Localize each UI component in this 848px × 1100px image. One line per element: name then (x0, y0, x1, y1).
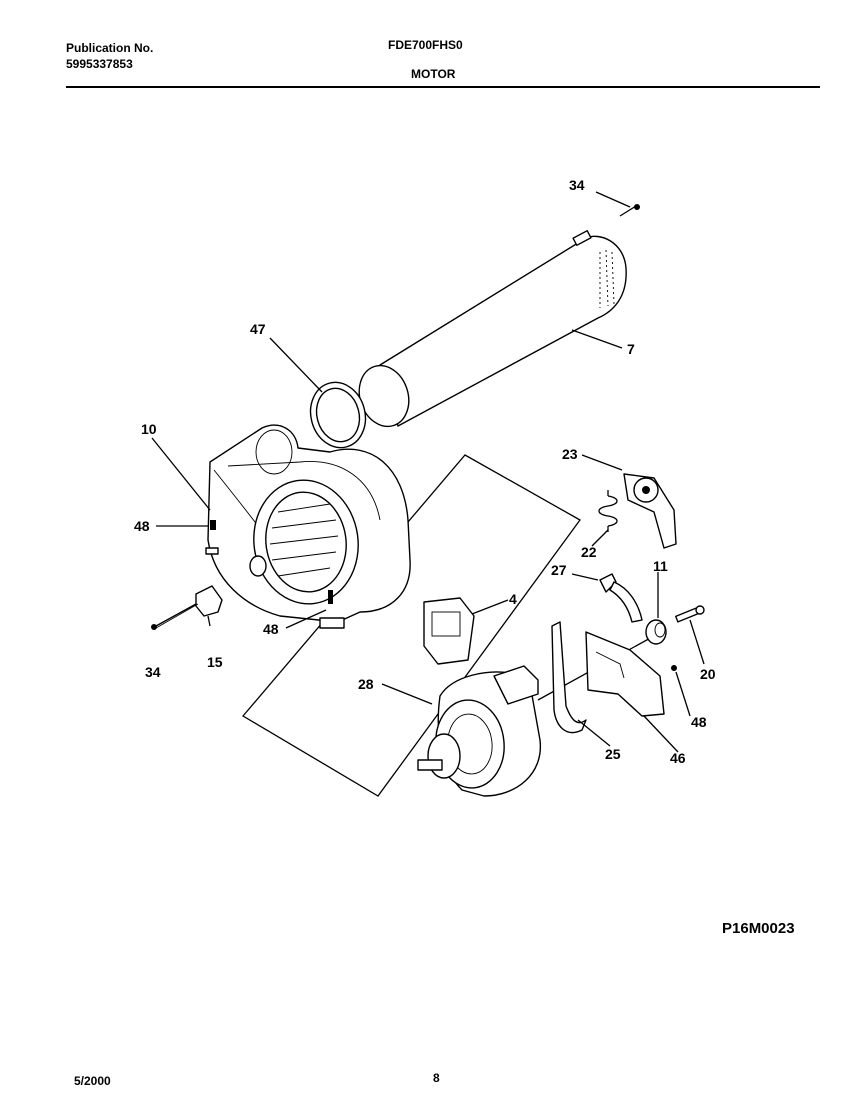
callout-46: 46 (670, 750, 686, 766)
figure-code: P16M0023 (722, 920, 795, 937)
belt-guide (551, 621, 587, 734)
callout-48-mid: 48 (263, 621, 279, 637)
clip-48-housing (210, 520, 216, 530)
publication-label: Publication No. (66, 41, 154, 55)
blower-housing (205, 424, 411, 629)
idler-arm (623, 473, 677, 549)
mounting-bracket (585, 631, 665, 717)
header-rule (66, 86, 820, 88)
idler-spring (598, 490, 618, 532)
callout-25: 25 (605, 746, 621, 762)
callout-28: 28 (358, 676, 374, 692)
callout-15: 15 (207, 654, 223, 670)
callout-22: 22 (581, 544, 597, 560)
thermostat-bracket (195, 585, 223, 627)
callout-7: 7 (627, 341, 635, 357)
page-number: 8 (433, 1071, 440, 1085)
section-title: MOTOR (411, 67, 456, 81)
pulley-bolt (674, 605, 705, 623)
publication-date: 5/2000 (74, 1074, 111, 1088)
callout-47: 47 (250, 321, 266, 337)
ring-seal (309, 381, 367, 449)
callout-34-top: 34 (569, 177, 585, 193)
callout-23: 23 (562, 446, 578, 462)
clip-27 (599, 573, 617, 593)
callout-labels: 34 7 47 10 23 48 22 27 11 4 48 34 15 20 … (134, 177, 716, 766)
screw-left (151, 603, 197, 630)
callout-48-left: 48 (134, 518, 150, 534)
clip-48-mid (328, 590, 333, 604)
callout-27: 27 (551, 562, 567, 578)
publication-number: 5995337853 (66, 57, 133, 71)
callout-48-right: 48 (691, 714, 707, 730)
drive-motor (417, 635, 655, 797)
model-number: FDE700FHS0 (388, 38, 463, 52)
idler-pulley (645, 619, 667, 645)
leader-lines (151, 191, 705, 753)
callout-34-left: 34 (145, 664, 161, 680)
callout-10: 10 (141, 421, 157, 437)
screw-top (619, 204, 640, 217)
clip-48-right (671, 665, 677, 671)
callout-11: 11 (653, 558, 668, 574)
callout-20: 20 (700, 666, 716, 682)
callout-4: 4 (509, 591, 517, 607)
motor-mount (423, 597, 475, 665)
duct-tube (358, 230, 627, 428)
screw-axis-line (155, 603, 199, 629)
tensioner-arc (609, 581, 643, 623)
